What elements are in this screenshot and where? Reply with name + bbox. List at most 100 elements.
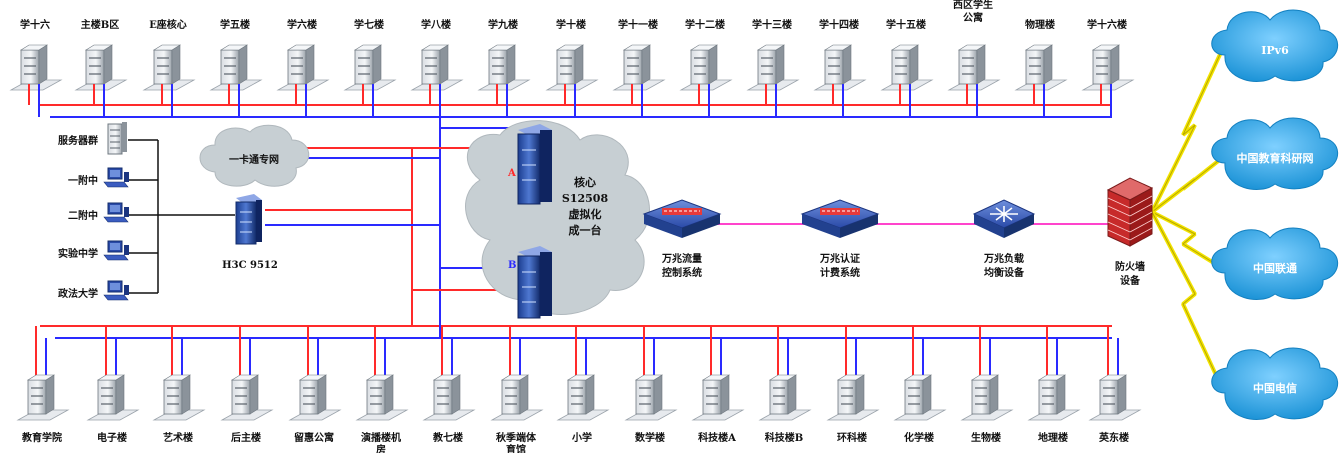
core-label-1: 核心 <box>574 175 596 189</box>
top-building-label: 学十六 <box>20 18 50 31</box>
top-building-server <box>477 44 531 91</box>
top-building-server <box>880 44 934 91</box>
bottom-building-server <box>422 374 476 421</box>
device-label-line1: 万兆认证 <box>819 252 860 265</box>
load-balance-device <box>972 199 1036 238</box>
bottom-building-server <box>288 374 342 421</box>
top-building-label: 学七楼 <box>354 18 384 31</box>
top-building-label: 学十一楼 <box>618 18 658 31</box>
isp-cloud-label: 中国联通 <box>1253 261 1297 275</box>
isp-lightning-outline <box>1151 211 1223 389</box>
left-node-label: 二附中 <box>68 209 98 222</box>
top-building-server <box>276 44 330 91</box>
bottom-building-label: 科技楼A <box>698 431 736 444</box>
top-building-label: 学十楼 <box>556 18 586 31</box>
isp-links <box>1150 49 1224 389</box>
bottom-building-server <box>893 374 947 421</box>
left-node-label: 一附中 <box>68 174 98 187</box>
isp-cloud-label: 中国教育科研网 <box>1237 151 1314 165</box>
top-building-server <box>545 44 599 91</box>
top-building-label: 学十六楼 <box>1087 18 1127 31</box>
core-cloud <box>465 120 650 315</box>
top-building-server <box>343 44 397 91</box>
bottom-building-label: 小学 <box>571 431 592 444</box>
top-building-server <box>612 44 666 91</box>
core-switch-a <box>517 124 552 205</box>
left-tree-lines <box>128 139 235 294</box>
isp-lightning-outline <box>1151 157 1223 213</box>
h3c-label: H3C 9512 <box>222 260 278 271</box>
isp-cloud <box>1211 347 1339 420</box>
device-label-line2: 均衡设备 <box>984 266 1025 279</box>
bottom-building-label: 英东楼 <box>1098 431 1129 444</box>
bottom-building-label: 房 <box>376 443 386 453</box>
left-node-label: 政法大学 <box>58 287 98 300</box>
bottom-building-label: 育馆 <box>506 443 526 453</box>
device-label-line1: 万兆负载 <box>983 252 1024 265</box>
core-b-marker: B <box>508 260 516 271</box>
top-building-label: 主楼B区 <box>81 18 119 31</box>
core-label-3: 虚拟化 <box>569 207 602 221</box>
top-building-server <box>9 44 63 91</box>
bottom-building-label: 留惠公寓 <box>294 431 334 444</box>
top-building-label: E座核心 <box>149 18 187 31</box>
bottom-building-label: 教育学院 <box>21 431 62 444</box>
workstation-icon <box>103 167 129 188</box>
bottom-building-label: 地理楼 <box>1038 431 1068 444</box>
bottom-building-server <box>758 374 812 421</box>
isp-lightning-outline <box>1151 211 1223 269</box>
h3c-9512-switch <box>235 194 262 245</box>
core-label-2: S12508 <box>562 192 609 205</box>
bottom-building-server <box>220 374 274 421</box>
device-label-line2: 控制系统 <box>662 266 702 279</box>
workstation-icon <box>103 280 129 301</box>
top-building-label: 学八楼 <box>421 18 451 31</box>
bottom-building-row: 教育学院电子楼艺术楼后主楼留惠公寓演播楼机房教七楼秋季端体育馆小学数学楼科技楼A… <box>16 326 1142 453</box>
core-switch-b <box>517 246 552 319</box>
server-cluster-icon <box>107 122 127 155</box>
top-building-server <box>410 44 464 91</box>
bottom-building-label: 数学楼 <box>635 431 665 444</box>
core-a-marker: A <box>507 168 516 179</box>
card-cloud-shape <box>199 124 310 187</box>
flow-control-device <box>642 199 722 238</box>
left-node-label: 服务器群 <box>58 134 98 147</box>
bottom-building-label: 生物楼 <box>971 431 1001 444</box>
top-building-label: 学十四楼 <box>819 18 859 31</box>
bottom-building-server <box>826 374 880 421</box>
bottom-building-server <box>1088 374 1142 421</box>
top-building-server <box>74 44 128 91</box>
isp-lightning-outline <box>1151 49 1223 213</box>
bottom-building-label: 教七楼 <box>432 431 463 444</box>
isp-cloud-label: IPv6 <box>1261 44 1289 57</box>
top-building-label: 学十三楼 <box>752 18 792 31</box>
bottom-building-server <box>624 374 678 421</box>
isp-cloud <box>1211 9 1339 82</box>
top-building-label: 学十二楼 <box>685 18 725 31</box>
workstation-icon <box>103 240 129 261</box>
top-building-label: 物理楼 <box>1025 18 1055 31</box>
bottom-building-server <box>960 374 1014 421</box>
bottom-building-label: 演播楼机 <box>361 431 401 444</box>
top-building-server <box>1081 44 1135 91</box>
top-building-label: 西区学生 <box>953 0 993 11</box>
firewall-icon <box>1106 177 1154 247</box>
bottom-building-label: 电子楼 <box>97 431 127 444</box>
bottom-building-label: 科技楼B <box>765 431 803 444</box>
bottom-building-server <box>691 374 745 421</box>
bottom-building-label: 环科楼 <box>837 431 867 444</box>
bottom-building-label: 化学楼 <box>904 431 934 444</box>
bottom-building-label: 后主楼 <box>231 431 261 444</box>
bottom-building-server <box>152 374 206 421</box>
top-building-server <box>142 44 196 91</box>
left-node-label: 实验中学 <box>58 247 98 260</box>
top-building-label: 学五楼 <box>220 18 250 31</box>
device-label-line1: 防火墙 <box>1115 260 1145 273</box>
device-label-line2: 设备 <box>1120 274 1141 287</box>
device-label-line1: 万兆流量 <box>661 252 702 265</box>
